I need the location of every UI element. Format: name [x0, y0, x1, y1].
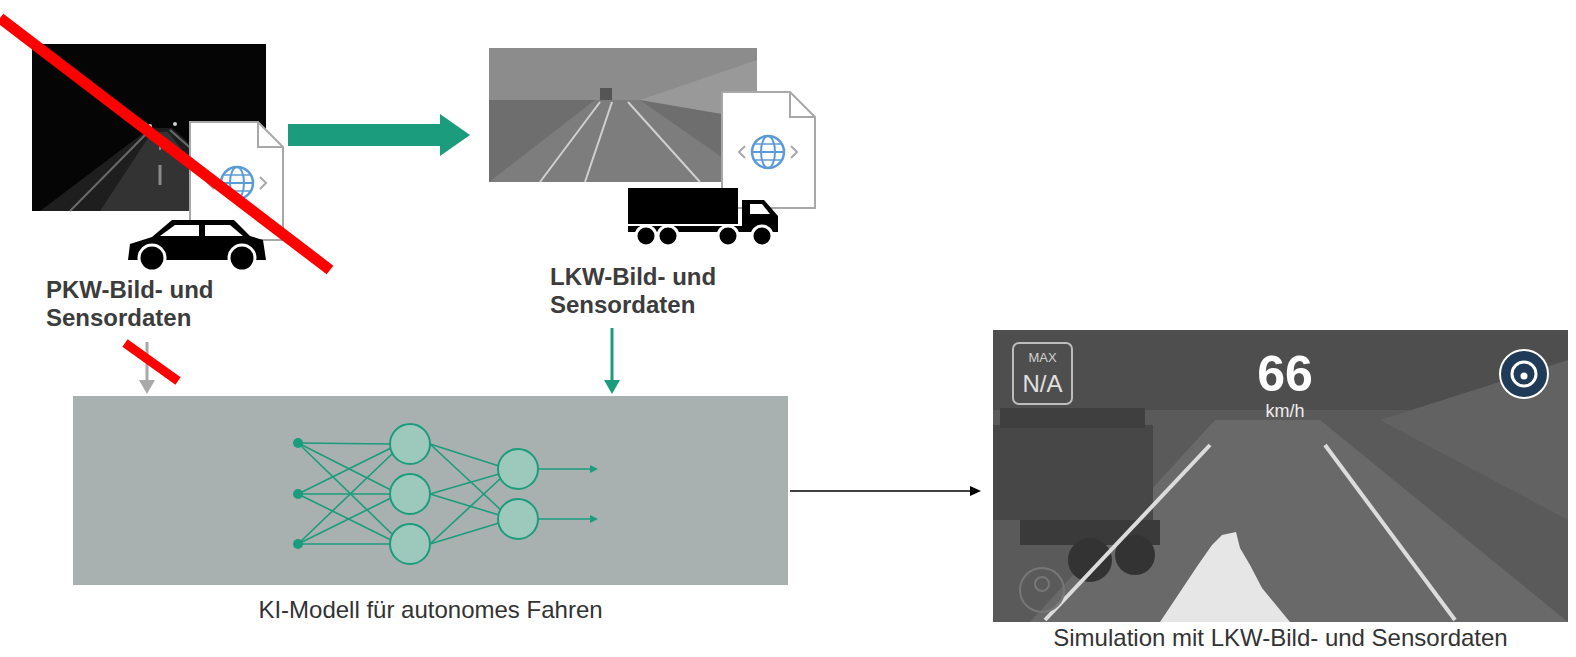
illustration-part	[298, 494, 391, 540]
truck-wheel	[752, 226, 772, 246]
illustration-part	[430, 444, 501, 510]
illustration-part	[430, 444, 499, 466]
photo-lane	[159, 165, 162, 185]
truck-wheel	[658, 226, 678, 246]
photo-light	[173, 122, 177, 126]
document-fold	[258, 122, 283, 147]
illustration-part	[298, 443, 390, 444]
globe-icon	[755, 143, 781, 145]
illustration-part	[298, 498, 391, 544]
network-neuron	[498, 449, 538, 489]
speed-value: 66	[1210, 346, 1360, 402]
arrow-head	[970, 486, 981, 496]
truck-trailer	[628, 188, 738, 224]
truck-wheel	[636, 226, 656, 246]
document-fold	[790, 92, 815, 117]
network-input	[293, 539, 303, 549]
illustration-part	[538, 518, 592, 520]
network-output-head	[590, 465, 598, 473]
steering-hub	[1521, 373, 1528, 380]
input-arrow	[604, 328, 620, 394]
car-wheel	[229, 245, 255, 271]
car-window	[205, 225, 243, 236]
ai-model-band	[73, 396, 788, 585]
illustration-part	[430, 474, 499, 494]
network-output-head	[590, 515, 598, 523]
band-caption: KI-Modell für autonomes Fahren	[73, 596, 788, 624]
chevron	[791, 146, 797, 158]
truck-camera-photo	[489, 48, 757, 182]
illustration-part	[298, 453, 393, 544]
car-icon	[128, 220, 266, 271]
truck-icon	[628, 188, 778, 246]
truck-data-group: LKW-Bild- und Sensordaten	[485, 44, 820, 326]
globe-icon	[755, 159, 781, 161]
network-neuron	[390, 474, 430, 514]
network-links	[298, 443, 592, 544]
arrow-line	[611, 328, 614, 382]
data-label: LKW-Bild- und Sensordaten	[550, 263, 790, 319]
illustration-part	[298, 543, 390, 545]
screen-truck-load	[1000, 408, 1145, 428]
arrow-line	[790, 490, 972, 492]
screen-ground	[993, 330, 1568, 622]
illustration-part	[298, 493, 390, 495]
illustration-part	[298, 448, 391, 494]
globe-icon	[224, 174, 250, 176]
chevron	[260, 177, 266, 189]
flow-arrow	[288, 114, 470, 156]
simulation-screen: MAXN/A66km/hSimulation mit LKW-Bild- und…	[993, 330, 1568, 622]
steering-icon	[1500, 350, 1548, 398]
output-arrow	[790, 486, 981, 496]
steering-wheel	[1512, 362, 1536, 386]
screen-lane-line	[1325, 445, 1455, 620]
arrow-head	[604, 380, 620, 394]
globe-icon	[752, 151, 784, 153]
car-data-group: PKW-Bild- und Sensordaten	[30, 40, 288, 340]
globe-icon	[752, 136, 784, 168]
screen-truck	[993, 425, 1153, 520]
photo-lane	[540, 102, 600, 182]
network-neuron	[390, 524, 430, 564]
photo-vehicle	[600, 88, 612, 100]
photo-ground	[489, 48, 757, 182]
network-input	[293, 438, 303, 448]
network-neuron	[498, 499, 538, 539]
illustration-part	[538, 468, 592, 470]
speed-limit-caption: MAX	[1013, 350, 1072, 366]
arrow-head	[139, 380, 155, 394]
driver-icon	[1035, 577, 1049, 591]
chevron	[739, 146, 745, 158]
data-label: PKW-Bild- und Sensordaten	[46, 276, 286, 332]
band-fill	[73, 396, 788, 585]
arrow-body	[288, 114, 470, 156]
strike-through	[0, 18, 330, 270]
car-wheel	[139, 245, 165, 271]
photo-lane	[628, 102, 700, 182]
truck-wheel	[718, 226, 738, 246]
photo-lane	[585, 102, 612, 182]
screen-truck-wheel	[1068, 538, 1112, 582]
screen-caption: Simulation mit LKW-Bild- und Sensordaten	[993, 625, 1568, 651]
illustration-part	[430, 523, 499, 544]
illustration-part	[430, 478, 501, 544]
network-neuron	[390, 424, 430, 464]
simulation-screen	[993, 330, 1568, 622]
speed-unit: km/h	[1210, 400, 1360, 422]
strike-through	[125, 343, 178, 381]
network-input	[293, 489, 303, 499]
driver-icon	[1020, 568, 1064, 612]
car-window	[160, 225, 199, 236]
speed-limit-value: N/A	[1013, 370, 1072, 398]
truck-window	[750, 204, 770, 214]
speed-limit-box	[1013, 343, 1072, 404]
photo-lane	[70, 130, 150, 211]
screen-drivable-area	[1160, 532, 1290, 622]
ai-model-band: KI-Modell für autonomes Fahren	[73, 396, 788, 585]
illustration-part	[298, 443, 391, 490]
